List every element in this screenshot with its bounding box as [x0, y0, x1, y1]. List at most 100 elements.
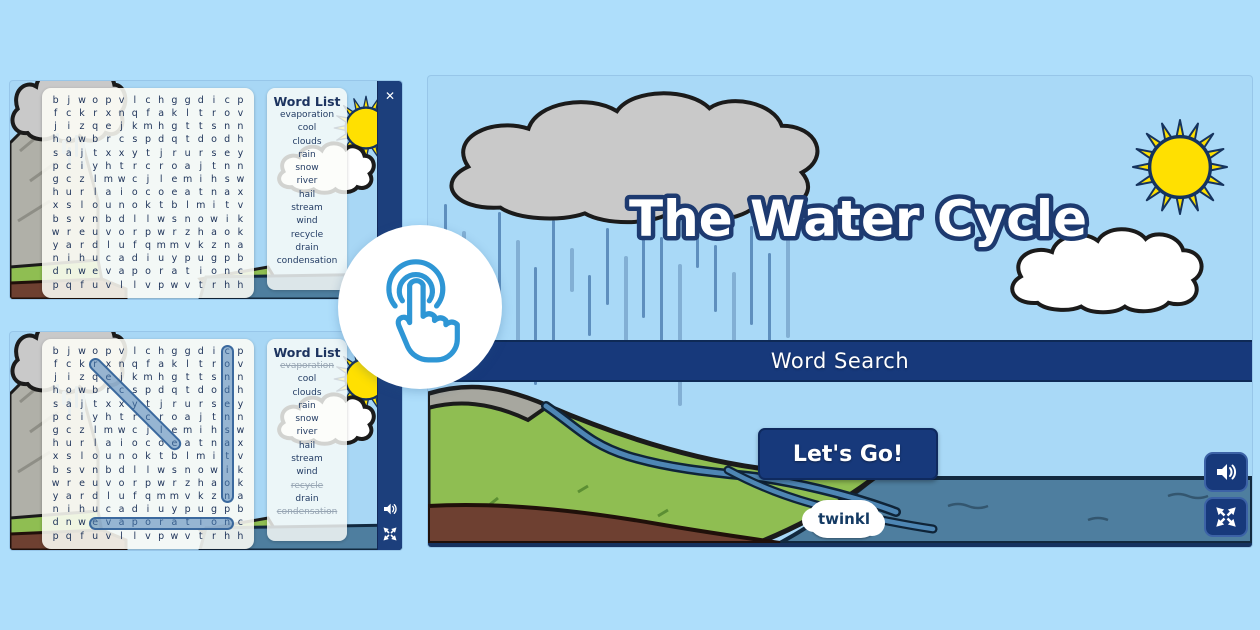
grid-letter[interactable]: i: [67, 121, 71, 133]
grid-letter[interactable]: v: [237, 359, 244, 371]
grid-letter[interactable]: w: [78, 266, 86, 278]
grid-letter[interactable]: x: [105, 359, 112, 371]
grid-letter[interactable]: u: [65, 438, 72, 450]
grid-letter[interactable]: t: [198, 108, 203, 120]
grid-letter[interactable]: h: [158, 121, 165, 133]
grid-letter[interactable]: g: [52, 425, 59, 437]
grid-letter[interactable]: p: [144, 477, 151, 489]
grid-letter[interactable]: s: [211, 372, 217, 384]
grid-letter[interactable]: o: [211, 385, 217, 397]
fullscreen-button[interactable]: [1204, 497, 1248, 537]
grid-letter[interactable]: c: [105, 504, 111, 516]
grid-letter[interactable]: s: [171, 464, 177, 476]
grid-letter[interactable]: m: [156, 491, 166, 503]
grid-letter[interactable]: k: [171, 108, 178, 120]
grid-letter[interactable]: h: [224, 530, 231, 542]
grid-letter[interactable]: j: [159, 398, 163, 410]
grid-letter[interactable]: l: [120, 279, 123, 291]
grid-letter[interactable]: e: [92, 517, 99, 529]
grid-letter[interactable]: v: [105, 517, 112, 529]
grid-letter[interactable]: u: [158, 504, 165, 516]
grid-letter[interactable]: e: [171, 174, 178, 186]
grid-letter[interactable]: i: [199, 266, 203, 278]
grid-letter[interactable]: a: [224, 187, 231, 199]
grid-letter[interactable]: c: [105, 253, 111, 265]
grid-letter[interactable]: y: [131, 398, 138, 410]
grid-letter[interactable]: e: [105, 121, 112, 133]
grid-letter[interactable]: c: [132, 174, 138, 186]
grid-letter[interactable]: i: [80, 160, 84, 172]
close-icon[interactable]: ✕: [384, 89, 396, 103]
grid-letter[interactable]: v: [79, 213, 85, 225]
grid-letter[interactable]: u: [118, 240, 125, 252]
grid-letter[interactable]: r: [80, 438, 84, 450]
grid-letter[interactable]: y: [237, 398, 244, 410]
grid-letter[interactable]: s: [66, 213, 72, 225]
grid-letter[interactable]: l: [186, 359, 189, 371]
grid-letter[interactable]: n: [237, 372, 244, 384]
grid-letter[interactable]: y: [52, 240, 59, 252]
grid-letter[interactable]: t: [93, 398, 98, 410]
grid-letter[interactable]: y: [92, 411, 98, 423]
grid-letter[interactable]: p: [52, 530, 59, 542]
grid-letter[interactable]: c: [145, 438, 151, 450]
grid-letter[interactable]: n: [210, 187, 217, 199]
grid-letter[interactable]: j: [67, 94, 71, 106]
grid-letter[interactable]: h: [210, 174, 217, 186]
grid-letter[interactable]: l: [159, 425, 163, 437]
grid-letter[interactable]: l: [159, 174, 163, 186]
grid-letter[interactable]: w: [157, 464, 166, 476]
grid-letter[interactable]: l: [120, 530, 123, 542]
grid-letter[interactable]: r: [132, 226, 137, 238]
grid-letter[interactable]: o: [211, 517, 217, 529]
grid-letter[interactable]: v: [105, 477, 112, 489]
grid-letter[interactable]: w: [117, 425, 126, 437]
grid-letter[interactable]: t: [198, 530, 203, 542]
grid-letter[interactable]: d: [197, 385, 204, 397]
grid-letter[interactable]: q: [144, 491, 151, 503]
grid-letter[interactable]: w: [210, 464, 218, 476]
grid-letter[interactable]: m: [182, 174, 193, 186]
grid-letter[interactable]: k: [79, 108, 85, 120]
grid-letter[interactable]: n: [237, 121, 244, 133]
grid-letter[interactable]: c: [118, 134, 125, 146]
grid-letter[interactable]: l: [107, 491, 110, 503]
grid-letter[interactable]: v: [105, 266, 112, 278]
grid-letter[interactable]: i: [120, 187, 123, 199]
grid-letter[interactable]: l: [93, 438, 97, 450]
grid-letter[interactable]: m: [103, 174, 114, 186]
grid-letter[interactable]: i: [146, 253, 150, 265]
grid-letter[interactable]: a: [224, 438, 231, 450]
grid-letter[interactable]: f: [80, 279, 84, 291]
grid-letter[interactable]: r: [106, 385, 111, 397]
grid-letter[interactable]: o: [65, 385, 72, 397]
grid-letter[interactable]: j: [146, 174, 150, 186]
grid-letter[interactable]: w: [210, 213, 218, 225]
grid-letter[interactable]: n: [52, 504, 59, 516]
grid-letter[interactable]: o: [211, 134, 217, 146]
grid-letter[interactable]: f: [146, 108, 150, 120]
grid-letter[interactable]: p: [237, 94, 244, 106]
grid-letter[interactable]: t: [185, 134, 190, 146]
grid-letter[interactable]: r: [132, 411, 137, 423]
grid-letter[interactable]: a: [184, 187, 191, 199]
grid-letter[interactable]: r: [80, 240, 84, 252]
grid-letter[interactable]: b: [171, 200, 178, 212]
grid-letter[interactable]: w: [117, 174, 126, 186]
grid-letter[interactable]: a: [65, 147, 72, 159]
grid-letter[interactable]: x: [105, 147, 112, 159]
grid-letter[interactable]: o: [145, 266, 151, 278]
grid-letter[interactable]: n: [224, 160, 231, 172]
grid-letter[interactable]: t: [198, 121, 203, 133]
grid-letter[interactable]: s: [211, 398, 217, 410]
grid-letter[interactable]: e: [79, 477, 85, 489]
grid-letter[interactable]: x: [118, 398, 125, 410]
fullscreen-icon[interactable]: [381, 525, 399, 543]
grid-letter[interactable]: m: [196, 200, 206, 212]
grid-letter[interactable]: r: [80, 187, 84, 199]
grid-letter[interactable]: k: [237, 226, 244, 238]
grid-letter[interactable]: c: [66, 425, 72, 437]
grid-letter[interactable]: n: [92, 464, 99, 476]
grid-letter[interactable]: g: [210, 504, 217, 516]
grid-letter[interactable]: b: [92, 134, 99, 146]
